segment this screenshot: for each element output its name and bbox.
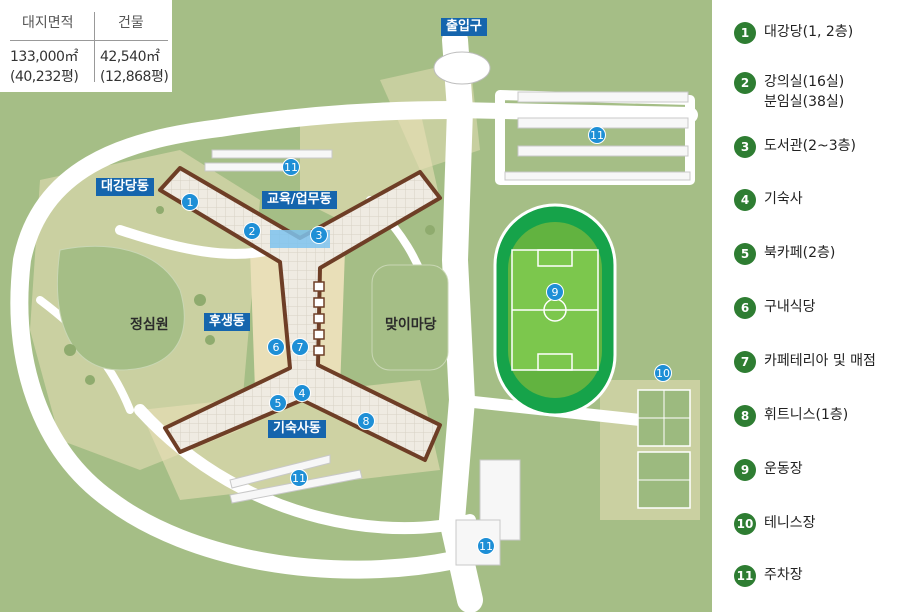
legend-text-1: 대강당(1, 2층): [764, 24, 854, 40]
stats-divider-horizontal: [10, 40, 168, 41]
welfare-wing-label: 후생동: [204, 313, 250, 331]
legend-badge-9: 9: [734, 459, 756, 481]
marker-1[interactable]: 1: [181, 193, 199, 211]
marker-9[interactable]: 9: [546, 283, 564, 301]
legend-badge-10: 10: [734, 513, 756, 535]
legend-text-4: 기숙사: [764, 191, 803, 207]
trees: [64, 206, 435, 385]
marker-10[interactable]: 10: [654, 364, 672, 382]
corridor-windows: [313, 281, 325, 356]
legend-text-9: 운동장: [764, 461, 803, 477]
legend-badge-6: 6: [734, 297, 756, 319]
site-area-pyeong: (40,232평): [10, 69, 79, 85]
legend-badge-11: 11: [734, 565, 756, 587]
legend-item-9[interactable]: 9 운동장: [734, 459, 803, 481]
legend-badge-3: 3: [734, 136, 756, 158]
campus-map: 출입구 대강당동 교육/업무동 정심원 후생동 맞이마당 기숙사동 1 2 3 …: [0, 0, 712, 612]
legend-item-1[interactable]: 1 대강당(1, 2층): [734, 22, 853, 44]
marker-11-entrance[interactable]: 11: [477, 537, 495, 555]
legend-badge-1: 1: [734, 22, 756, 44]
legend-badge-7: 7: [734, 351, 756, 373]
legend-text-2: 강의실(16실) 분임실(38실): [764, 74, 845, 110]
education-wing-label: 교육/업무동: [262, 191, 337, 209]
entrance-label: 출입구: [441, 18, 487, 36]
legend-item-7[interactable]: 7 카페테리아 및 매점: [734, 351, 876, 373]
garden-label: 정심원: [130, 317, 169, 333]
marker-11-top[interactable]: 11: [282, 158, 300, 176]
legend-item-8[interactable]: 8 휘트니스(1층): [734, 405, 848, 427]
stats-divider-vertical: [94, 12, 95, 82]
marker-5[interactable]: 5: [269, 394, 287, 412]
tennis-courts: [637, 389, 691, 509]
legend-text-8: 휘트니스(1층): [764, 407, 849, 423]
marker-2[interactable]: 2: [243, 222, 261, 240]
dormitory-wing-label: 기숙사동: [268, 420, 326, 438]
legend-item-10[interactable]: 10 테니스장: [734, 513, 816, 535]
auditorium-wing-label: 대강당동: [96, 178, 154, 196]
legend-text-6: 구내식당: [764, 299, 816, 315]
legend-badge-4: 4: [734, 189, 756, 211]
marker-11-bottom[interactable]: 11: [290, 469, 308, 487]
marker-8[interactable]: 8: [357, 412, 375, 430]
legend-item-2[interactable]: 2 강의실(16실) 분임실(38실): [734, 72, 844, 112]
marker-11-right[interactable]: 11: [588, 126, 606, 144]
marker-3[interactable]: 3: [310, 226, 328, 244]
grass-islands: [57, 245, 449, 371]
building-area-pyeong: (12,868평): [100, 69, 169, 85]
legend-text-3: 도서관(2~3층): [764, 138, 856, 154]
site-area-value: 133,000㎡: [10, 49, 78, 65]
legend-text-7: 카페테리아 및 매점: [764, 353, 876, 369]
legend-badge-2: 2: [734, 72, 756, 94]
sports-ground: [493, 203, 617, 417]
main-building: [158, 166, 442, 462]
facility-legend: 1 대강당(1, 2층) 2 강의실(16실) 분임실(38실) 3 도서관(2…: [712, 0, 900, 612]
legend-text-11: 주차장: [764, 567, 803, 583]
building-area-heading: 건물: [118, 15, 144, 31]
legend-text-10: 테니스장: [764, 515, 816, 531]
entrance-roundabout: [433, 51, 491, 85]
area-stats-box: 대지면적 건물 133,000㎡ (40,232평) 42,540㎡ (12,8…: [0, 0, 172, 92]
map-drawing: [10, 27, 700, 612]
building-area-value: 42,540㎡: [100, 49, 160, 65]
legend-badge-8: 8: [734, 405, 756, 427]
legend-item-6[interactable]: 6 구내식당: [734, 297, 816, 319]
site-area-heading: 대지면적: [22, 15, 74, 31]
legend-text-5: 북카페(2층): [764, 245, 836, 261]
marker-6[interactable]: 6: [267, 338, 285, 356]
legend-item-4[interactable]: 4 기숙사: [734, 189, 803, 211]
legend-badge-5: 5: [734, 243, 756, 265]
marker-7[interactable]: 7: [291, 338, 309, 356]
greeting-yard-label: 맞이마당: [385, 317, 437, 333]
marker-4[interactable]: 4: [293, 384, 311, 402]
legend-item-3[interactable]: 3 도서관(2~3층): [734, 136, 856, 158]
legend-item-11[interactable]: 11 주차장: [734, 565, 803, 587]
legend-item-5[interactable]: 5 북카페(2층): [734, 243, 835, 265]
